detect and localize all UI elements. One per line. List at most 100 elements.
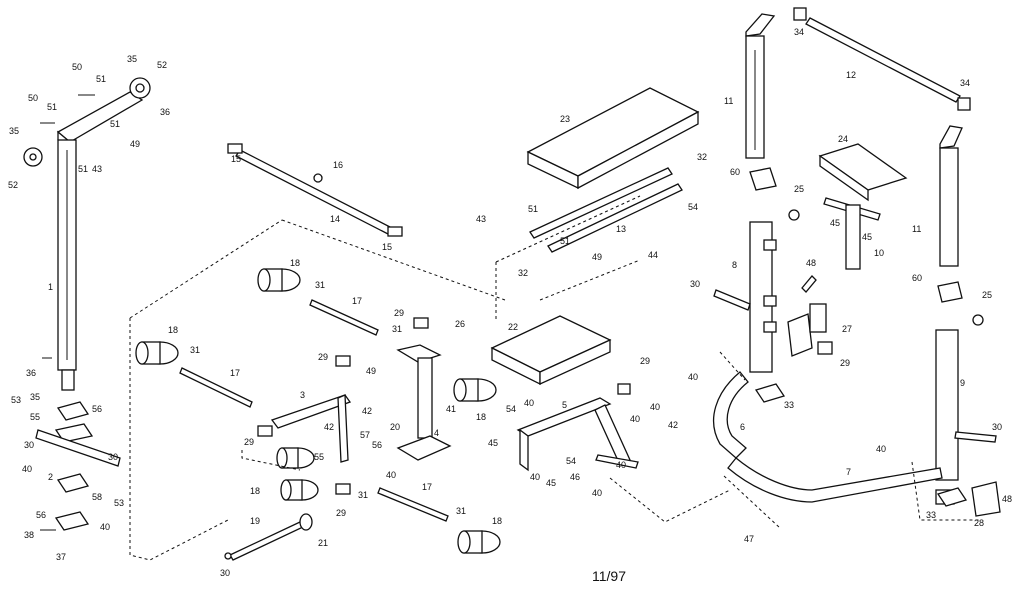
callout: 11 <box>724 96 733 106</box>
callout: 49 <box>366 366 376 376</box>
callout: 25 <box>794 184 804 194</box>
callout: 51 <box>78 164 88 174</box>
callout: 57 <box>360 430 370 440</box>
callout: 45 <box>488 438 498 448</box>
callout: 60 <box>912 273 922 283</box>
callout: 54 <box>688 202 698 212</box>
callout: 51 <box>96 74 106 84</box>
callout: 14 <box>330 214 340 224</box>
callout: 18 <box>250 486 260 496</box>
callout: 30 <box>220 568 230 578</box>
callout: 40 <box>616 460 626 470</box>
callout: 40 <box>688 372 698 382</box>
callout: 40 <box>592 488 602 498</box>
callout: 54 <box>566 456 576 466</box>
leg-extension-assembly <box>129 219 506 561</box>
callout: 17 <box>230 368 240 378</box>
callout: 31 <box>190 345 200 355</box>
callout: 29 <box>336 508 346 518</box>
callout: 32 <box>518 268 528 278</box>
callout: 40 <box>386 470 396 480</box>
callout: 36 <box>26 368 36 378</box>
callout: 41 <box>446 404 456 414</box>
callout: 56 <box>92 404 102 414</box>
callout: 37 <box>56 552 66 562</box>
callout: 18 <box>476 412 486 422</box>
callout: 18 <box>492 516 502 526</box>
callout: 49 <box>592 252 602 262</box>
callout: 52 <box>157 60 167 70</box>
callout: 6 <box>740 422 745 432</box>
callout: 8 <box>732 260 737 270</box>
callout: 13 <box>616 224 626 234</box>
callout: 15 <box>382 242 392 252</box>
callout: 29 <box>318 352 328 362</box>
callout: 29 <box>394 308 404 318</box>
callout: 28 <box>974 518 984 528</box>
callout: 44 <box>648 250 658 260</box>
callout: 3 <box>300 390 305 400</box>
callout: 51 <box>560 236 570 246</box>
callout: 45 <box>546 478 556 488</box>
callout: 40 <box>530 472 540 482</box>
callout: 21 <box>318 538 328 548</box>
callout: 23 <box>560 114 570 124</box>
callout: 9 <box>960 378 965 388</box>
callout: 1 <box>48 282 53 292</box>
bench-seat-assembly <box>490 87 731 523</box>
callout: 58 <box>92 492 102 502</box>
callout: 17 <box>352 296 362 306</box>
callout: 29 <box>640 356 650 366</box>
callout: 34 <box>960 78 970 88</box>
callout: 51 <box>110 119 120 129</box>
callout: 53 <box>114 498 124 508</box>
callout: 31 <box>392 324 402 334</box>
callout: 50 <box>72 62 82 72</box>
callout: 35 <box>30 392 40 402</box>
callout: 16 <box>333 160 343 170</box>
callout: 50 <box>28 93 38 103</box>
callout: 26 <box>455 319 465 329</box>
callout: 31 <box>315 280 325 290</box>
callout: 22 <box>508 322 518 332</box>
callout: 46 <box>570 472 580 482</box>
callout: 36 <box>160 107 170 117</box>
callout: 40 <box>650 402 660 412</box>
callout: 30 <box>24 440 34 450</box>
callout: 31 <box>358 490 368 500</box>
callout: 5 <box>562 400 567 410</box>
callout: 7 <box>846 467 851 477</box>
callout: 30 <box>690 279 700 289</box>
callout: 29 <box>840 358 850 368</box>
callout: 40 <box>22 464 32 474</box>
leg-developer-bar <box>227 143 403 237</box>
right-frame-assembly <box>712 7 1001 529</box>
callout: 35 <box>127 54 137 64</box>
callout: 11 <box>912 224 921 234</box>
page-code: 11/97 <box>592 568 626 584</box>
callout: 10 <box>874 248 884 258</box>
callout: 30 <box>108 452 118 462</box>
callout: 38 <box>24 530 34 540</box>
callout: 56 <box>372 440 382 450</box>
callout: 30 <box>992 422 1002 432</box>
callout: 60 <box>730 167 740 177</box>
callout: 56 <box>36 510 46 520</box>
callout: 40 <box>630 414 640 424</box>
callout: 27 <box>842 324 852 334</box>
callout: 53 <box>11 395 21 405</box>
callout: 55 <box>314 452 324 462</box>
callout: 43 <box>92 164 102 174</box>
callout: 40 <box>100 522 110 532</box>
callout: 48 <box>806 258 816 268</box>
callout: 29 <box>244 437 254 447</box>
callout: 51 <box>528 204 538 214</box>
callout: 2 <box>48 472 53 482</box>
left-upright-assembly <box>23 77 151 531</box>
callout: 42 <box>324 422 334 432</box>
callout: 45 <box>862 232 872 242</box>
callout: 18 <box>290 258 300 268</box>
callout: 40 <box>876 444 886 454</box>
callout: 49 <box>130 139 140 149</box>
